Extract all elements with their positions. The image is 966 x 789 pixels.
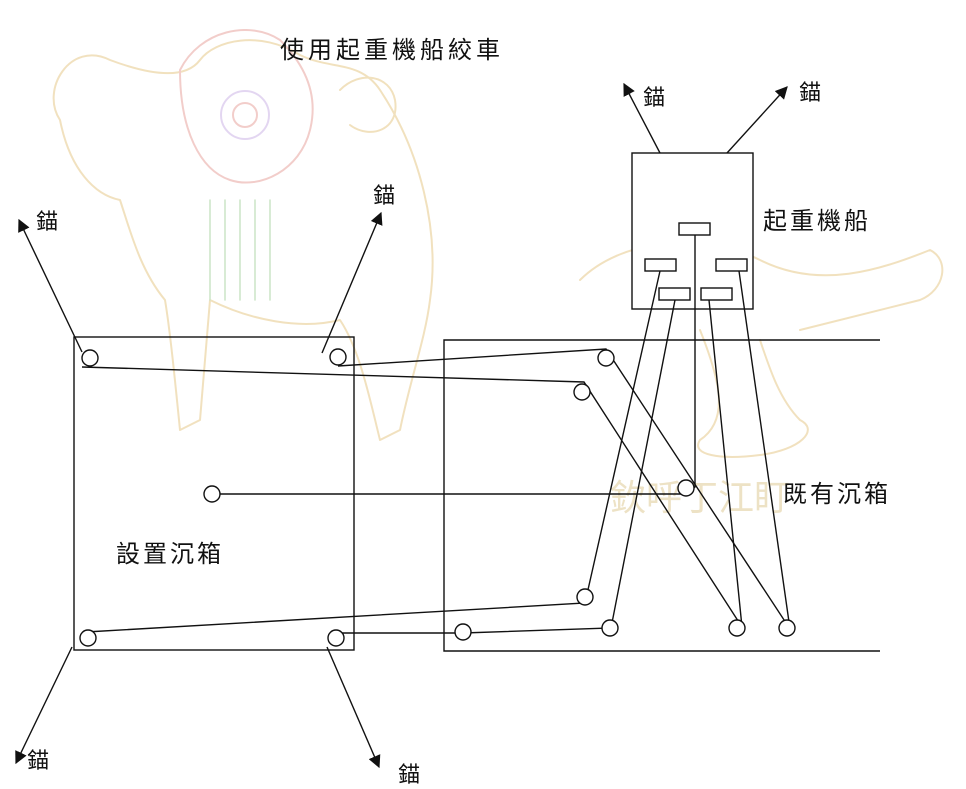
anchor-line [326,646,381,769]
wire-rope [337,270,791,630]
pulley [81,349,99,367]
anchor-line [726,86,788,154]
winch-drum [700,287,733,301]
anchor-label-top-left: 錨 [36,210,58,235]
anchor-label-barge-right: 錨 [799,81,821,106]
anchor-line [321,211,383,354]
crane-barge-label: 起重機船 [763,207,871,235]
pulley [573,383,591,401]
existing-caisson-label: 既有沉箱 [783,480,891,508]
anchor-label-top-mid: 錨 [373,184,395,209]
pulley [728,619,746,637]
pulley [576,588,594,606]
diagram-title: 使用起重機船絞車 [280,36,504,64]
wire-rope [81,299,743,628]
pulley [597,349,615,367]
anchor-label-barge-left: 錨 [643,86,665,111]
winch-drum [644,258,677,272]
anchor-line [18,218,83,353]
watermark-text: 欽呼丁江盯 [610,478,790,519]
pulley [454,623,472,641]
anchor-line [15,646,73,765]
pulley [677,479,695,497]
pulley [203,485,221,503]
wire-rope [336,299,676,634]
wire-rope [85,270,661,633]
winch-drum [658,287,691,301]
existing-caisson-outline [443,339,880,652]
anchor-line [623,82,661,154]
winch-drum [678,222,711,236]
pulley [601,619,619,637]
anchor-label-bottom-mid: 錨 [398,763,420,788]
winch-drum [715,258,748,272]
wire-rope [214,235,696,495]
pulley [79,629,97,647]
pulley [327,629,345,647]
pulley [329,348,347,366]
new-caisson-label: 設置沉箱 [116,540,224,568]
pulley [778,619,796,637]
anchor-label-bottom-left: 錨 [27,749,49,774]
